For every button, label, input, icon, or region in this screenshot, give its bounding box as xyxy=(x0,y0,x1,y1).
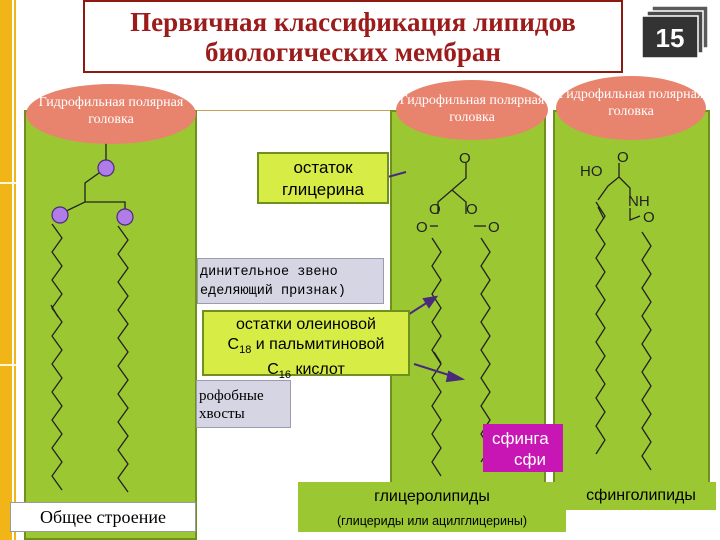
callout-line: динительное звено xyxy=(200,265,338,280)
fatty-acid-tail xyxy=(595,201,606,455)
callout-line: сфи xyxy=(514,450,546,469)
head-label: Гидрофильная полярная головка xyxy=(399,93,545,125)
callout-line: хвосты xyxy=(199,406,245,422)
fatty-acids-callout: остатки олеиновой C18 и пальмитиновой C1… xyxy=(202,310,410,381)
bead-icon xyxy=(97,159,115,177)
label-text: глицеролипиды xyxy=(374,488,490,505)
head-label: Гидрофильная полярная головка xyxy=(38,95,184,127)
linking-unit-callout: динительное звено еделяющий признак) xyxy=(197,258,384,304)
general-structure-label: Общее строение xyxy=(10,502,196,532)
callout-line: остатки олеиновой xyxy=(236,316,376,333)
hydrophilic-head-general: Гидрофильная полярная головка xyxy=(26,84,196,144)
slide-number-badge: 15 xyxy=(641,5,709,59)
chem-atom-o: O xyxy=(643,209,655,226)
arrow-line xyxy=(413,363,453,377)
glycerol-branch xyxy=(451,189,467,214)
glycerolipids-label: глицеролипиды (глицериды или ацилглицери… xyxy=(298,482,566,532)
left-decor-notch xyxy=(0,182,16,184)
chem-hydroxyl: HO xyxy=(580,163,603,180)
arrowhead-icon xyxy=(422,295,439,309)
chem-atom-o: O xyxy=(617,149,629,166)
chem-atom-o: O xyxy=(466,201,478,218)
bead-icon xyxy=(116,208,134,226)
head-label: Гидрофильная полярная головка xyxy=(558,87,704,119)
arrowhead-icon xyxy=(445,370,466,383)
head-divider-line xyxy=(190,110,420,111)
fatty-acid-tail xyxy=(117,225,129,493)
chem-atom-o: O xyxy=(429,201,441,218)
badge-front-page xyxy=(641,15,699,59)
sphingosine-callout: сфинга сфи xyxy=(483,424,563,472)
bead-icon xyxy=(51,206,69,224)
double-bond-mark xyxy=(433,351,442,364)
fatty-acid-tail xyxy=(641,231,652,471)
general-structure-panel xyxy=(24,110,197,540)
title-line-1: Первичная классификация липидов xyxy=(130,7,576,37)
double-bond-mark xyxy=(597,206,605,220)
hydrophilic-head-sphingo: Гидрофильная полярная головка xyxy=(556,76,706,140)
left-decor-notch xyxy=(0,364,16,366)
chem-atom-o: O xyxy=(488,219,500,236)
callout-line: сфинга xyxy=(492,429,549,448)
sphingosine-backbone xyxy=(597,163,620,201)
polar-head-beads xyxy=(51,159,134,226)
callout-line: C16 кислот xyxy=(267,361,345,382)
sphingolipids-label: сфинголипиды xyxy=(566,482,716,510)
chem-atom-o: O xyxy=(459,150,471,167)
double-bond-mark xyxy=(50,304,59,318)
callout-line: еделяющий признак) xyxy=(200,284,346,299)
glycerol-backbone xyxy=(437,163,467,214)
title-box: Первичная классификация липидов биологич… xyxy=(83,0,623,73)
chem-amine: NH xyxy=(628,193,650,210)
label-text: сфинголипиды xyxy=(586,487,696,504)
callout-line: рофобные xyxy=(199,388,264,404)
sphingosine-branch xyxy=(618,176,631,198)
label-subtext: (глицериды или ацилглицерины) xyxy=(336,514,527,528)
callout-text: остаток глицерина xyxy=(281,158,365,199)
hydrophobic-tails-callout: рофобные хвосты xyxy=(196,380,291,428)
amide-bond xyxy=(629,208,641,221)
left-decor-line xyxy=(12,0,14,540)
sphingolipid-panel xyxy=(553,110,710,485)
chem-atom-o: O xyxy=(416,219,428,236)
fatty-acid-tail xyxy=(51,223,63,491)
general-lipid-skeleton xyxy=(50,143,652,493)
glycerol-residue-callout: остаток глицерина xyxy=(257,152,389,204)
slide-number-text: 15 xyxy=(656,23,685,53)
callout-line: C18 и пальмитиновой xyxy=(227,336,385,357)
label-text: Общее строение xyxy=(39,507,167,527)
hydrophilic-head-glycero: Гидрофильная полярная головка xyxy=(396,80,548,140)
title-line-2: биологических мембран xyxy=(205,37,501,67)
